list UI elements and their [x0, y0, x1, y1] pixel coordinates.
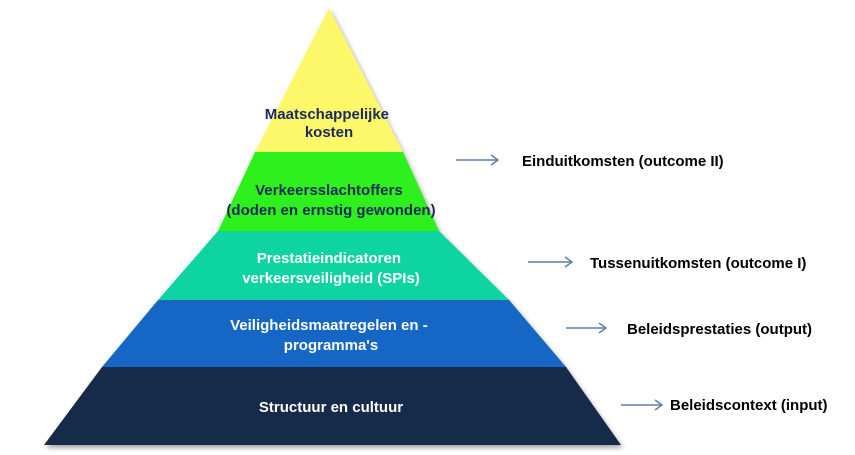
- tier-5-label-line-1: Structuur en cultuur: [259, 399, 403, 416]
- tier-3-label-line-1: Prestatieindicatoren: [257, 250, 401, 267]
- tier-2-label-line-1: Verkeersslachtoffers: [255, 182, 403, 199]
- tier-3-label-line-2: verkeersveiligheid (SPIs): [242, 270, 420, 287]
- tier-4-label-line-2: programma's: [284, 337, 378, 354]
- outcome-labels: Einduitkomsten (outcome II) Tussenuitkom…: [522, 153, 828, 414]
- pyramid-tier-4: [102, 300, 566, 367]
- tier-labels: Maatschappelijke kosten Verkeersslachtof…: [226, 106, 435, 416]
- pyramid-tier-5: [44, 367, 621, 445]
- outcome-4-label: Beleidscontext (input): [670, 397, 828, 414]
- tier-1-label: Maatschappelijke kosten: [265, 106, 393, 141]
- pyramid-tier-1: [255, 8, 403, 152]
- pyramid-tier-2: [218, 152, 439, 231]
- tier-5-label: Structuur en cultuur: [259, 399, 403, 416]
- outcome-arrows: [456, 154, 664, 411]
- tier-4-label: Veiligheidsmaatregelen en - programma's: [230, 317, 432, 354]
- outcome-3-arrow-icon: [566, 322, 608, 334]
- outcome-1-arrow-icon: [456, 154, 500, 166]
- tier-3-label: Prestatieindicatoren verkeersveiligheid …: [242, 250, 420, 287]
- outcome-1-label: Einduitkomsten (outcome II): [522, 153, 724, 170]
- tier-2-label: Verkeersslachtoffers (doden en ernstig g…: [226, 182, 435, 219]
- pyramid-tier-3: [158, 231, 509, 300]
- outcome-2-arrow-icon: [528, 256, 574, 268]
- tier-1-label-line-2: kosten: [305, 124, 353, 141]
- tier-1-label-line-1: Maatschappelijke: [265, 106, 389, 123]
- tier-2-label-line-2: (doden en ernstig gewonden): [226, 202, 435, 219]
- pyramid: [44, 8, 621, 445]
- outcome-2-label: Tussenuitkomsten (outcome I): [590, 255, 806, 272]
- outcome-3-label: Beleidsprestaties (output): [627, 321, 812, 338]
- outcome-4-arrow-icon: [621, 399, 664, 411]
- tier-4-label-line-1: Veiligheidsmaatregelen en -: [230, 317, 428, 334]
